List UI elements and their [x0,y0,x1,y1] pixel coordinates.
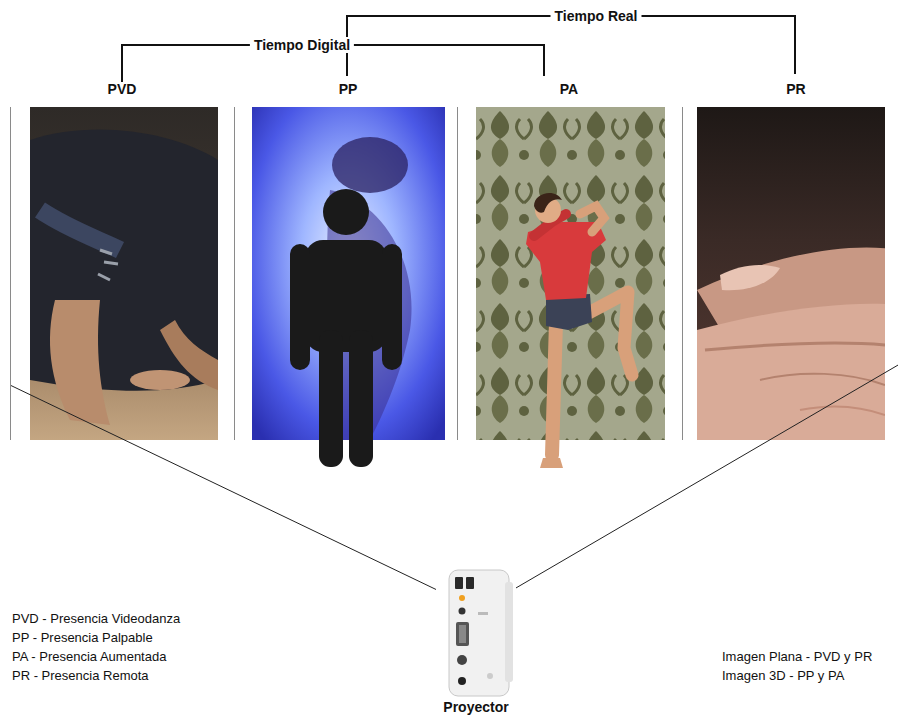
panel-heading: PVD [108,81,137,98]
key-note: Imagen Plana - PVD y PR [722,649,872,665]
key-note: Imagen 3D - PP y PA [722,668,844,684]
key-note: PP - Presencia Palpable [12,630,153,646]
device-label: Proyector [443,699,508,716]
projection-line [516,365,898,588]
image-panel: PR [682,107,898,440]
bracket-label: Tiempo Real [551,8,642,24]
key-note: PR - Presencia Remota [12,668,149,684]
bracket-label: Tiempo Digital [250,37,354,53]
panel-heading: PP [339,81,358,98]
projector-device: Proyector [436,565,516,718]
image-panel: PVD [10,107,234,440]
image-panel: PA [457,107,682,440]
key-note: PA - Presencia Aumentada [12,649,166,665]
projection-line [10,385,436,589]
panel-heading: PR [786,81,805,98]
panel-heading: PA [560,81,578,98]
image-panel: PP [234,107,457,440]
key-note: PVD - Presencia Videodanza [12,611,180,627]
